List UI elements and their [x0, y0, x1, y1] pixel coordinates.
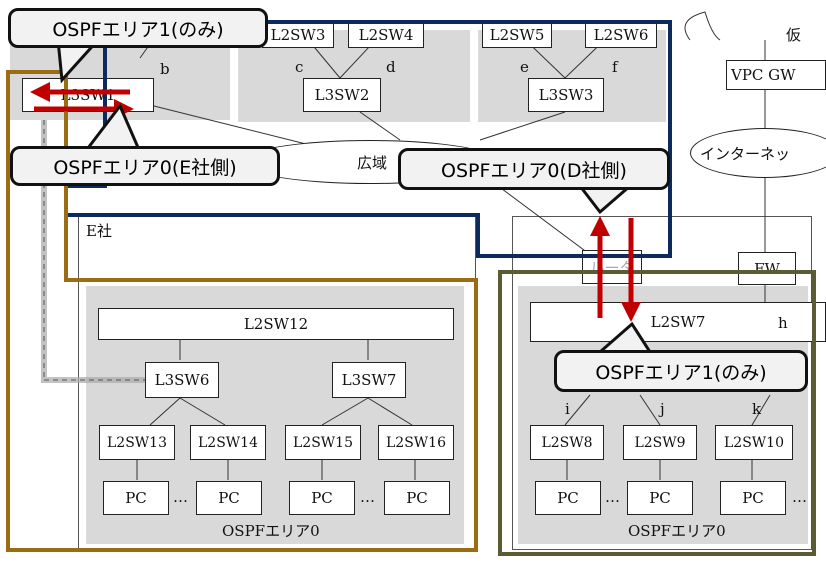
callout-area1-top: OSPFエリア1(のみ)	[8, 8, 268, 48]
ellipsis: …	[792, 488, 807, 506]
wan-label: 広域	[357, 154, 388, 172]
callout-area1-right: OSPFエリア1(のみ)	[554, 350, 808, 392]
callout-area0-e: OSPFエリア0(E社側)	[10, 146, 280, 186]
ellipsis: …	[173, 488, 188, 506]
pc-node: PC	[103, 481, 169, 515]
port-label-b: b	[160, 60, 170, 78]
l2sw15-node: L2SW15	[285, 425, 361, 460]
pc-node: PC	[720, 481, 786, 515]
e-company-title: E社	[86, 222, 112, 240]
l2sw14-node: L2SW14	[190, 425, 266, 460]
pc-node: PC	[535, 481, 601, 515]
l2sw16-node: L2SW16	[378, 425, 454, 460]
port-label-i: i	[565, 400, 570, 418]
d-area-label: OSPFエリア0	[628, 522, 726, 540]
l2sw8-node: L2SW8	[530, 425, 604, 460]
port-label-h: h	[778, 314, 788, 332]
internet-cloud	[690, 128, 826, 178]
fw-node: FW	[738, 252, 796, 285]
ellipsis: …	[360, 488, 375, 506]
pc-node: PC	[384, 481, 450, 515]
callout-area0-d: OSPFエリア0(D社側)	[398, 148, 670, 190]
ellipsis: …	[605, 488, 620, 506]
port-label-d: d	[386, 58, 396, 76]
l2sw10-node: L2SW10	[715, 425, 793, 460]
pc-node: PC	[289, 481, 355, 515]
l2sw4-node: L2SW4	[348, 22, 424, 48]
l3sw6-node: L3SW6	[145, 362, 219, 398]
l2sw13-node: L2SW13	[99, 425, 175, 460]
vpc-gw-node: VPC GW	[726, 60, 826, 90]
e-area-label: OSPFエリア0	[222, 522, 320, 540]
internet-label: インターネッ	[700, 145, 791, 163]
l2sw7-node: L2SW7	[530, 302, 826, 342]
pc-node: PC	[627, 481, 693, 515]
port-label-e: e	[520, 58, 529, 76]
l2sw12-node: L2SW12	[98, 308, 454, 340]
l2sw9-node: L2SW9	[623, 425, 697, 460]
l3sw3-node: L3SW3	[528, 78, 604, 112]
l2sw3-node: L2SW3	[262, 22, 334, 48]
l3sw7-node: L3SW7	[332, 362, 406, 398]
l2sw6-node: L2SW6	[585, 22, 657, 48]
pc-node: PC	[196, 481, 262, 515]
port-label-j: j	[660, 400, 665, 418]
port-label-k: k	[752, 400, 762, 418]
port-label-f: f	[612, 58, 618, 76]
topright-char: 仮	[786, 26, 802, 44]
l3sw2-node: L3SW2	[303, 78, 381, 112]
port-label-c: c	[295, 58, 304, 76]
